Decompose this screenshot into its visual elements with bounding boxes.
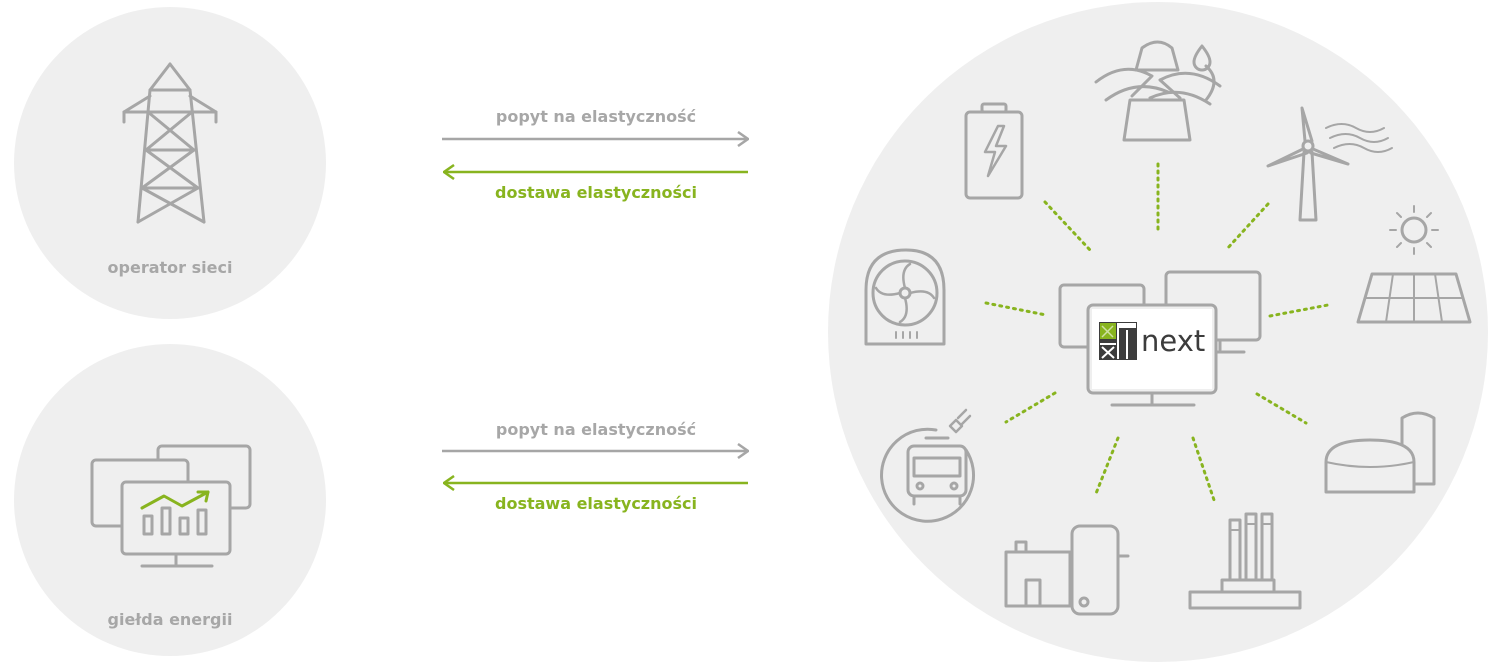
energy-exchange-label: giełda energii (107, 610, 233, 629)
next-logo-mark (1099, 322, 1137, 360)
electric-bus-icon (880, 408, 976, 523)
wind-turbine-icon (1266, 106, 1393, 222)
trend-arrow-icon (140, 490, 210, 510)
top-demand-label: popyt na elastyczność (495, 107, 697, 126)
biogas-plant-icon (1324, 411, 1436, 494)
grid-operator-circle (14, 7, 326, 319)
battery-icon (964, 102, 1024, 200)
geothermal-plant-icon (1094, 40, 1222, 142)
bottom-supply-label: dostawa elastyczności (495, 494, 697, 513)
solar-panel-icon (1356, 205, 1472, 324)
grid-operator-label: operator sieci (107, 258, 233, 277)
next-logo-text: next (1141, 324, 1205, 358)
fan-heater-icon (864, 248, 946, 346)
industrial-chimneys-icon (1188, 512, 1302, 610)
bottom-demand-label: popyt na elastyczność (495, 420, 697, 439)
energy-exchange-icon (90, 444, 252, 568)
chp-plant-icon (1004, 524, 1130, 616)
transmission-tower-icon (122, 62, 218, 224)
connector-lines (984, 162, 1330, 502)
top-supply-label: dostawa elastyczności (495, 183, 697, 202)
